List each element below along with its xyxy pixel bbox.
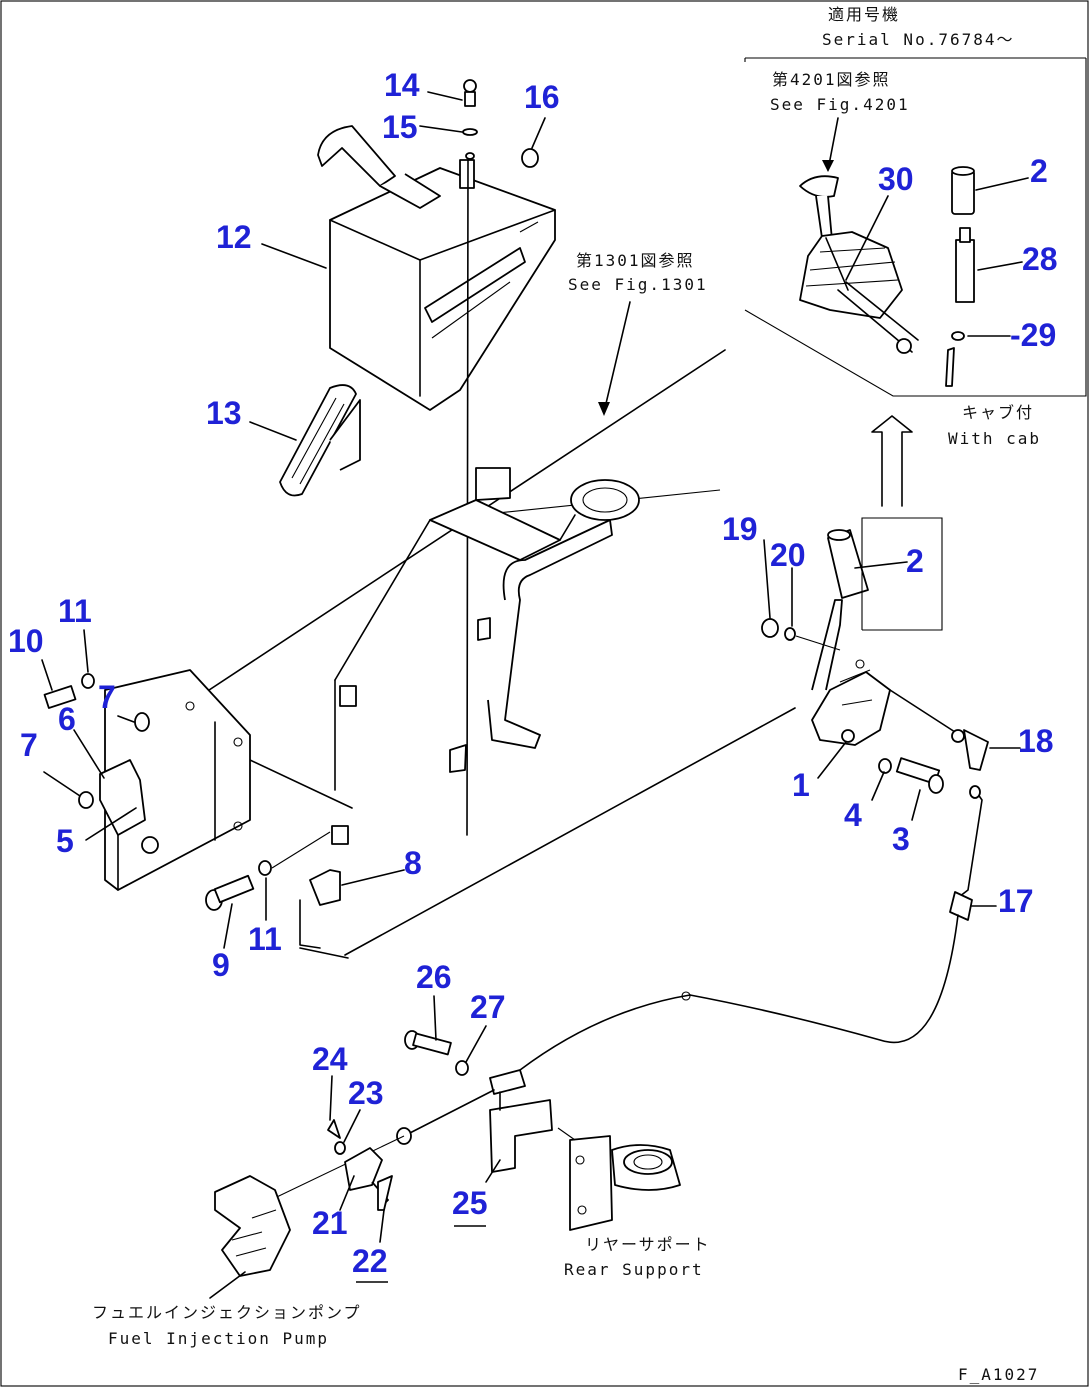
- bolt-9: [205, 874, 255, 911]
- callout-27: 27: [470, 989, 506, 1025]
- note-serial: Serial No.76784〜: [822, 30, 1015, 49]
- callout-5: 5: [56, 823, 74, 859]
- leader-inset-2: [975, 177, 1029, 191]
- nut-19: [761, 618, 779, 638]
- callout-3: 3: [892, 821, 910, 857]
- callout-7-lower: 7: [20, 727, 38, 763]
- cab-lever-assembly: [799, 175, 919, 354]
- washer-20: [784, 627, 796, 641]
- leader-28: [977, 261, 1023, 271]
- callout-inset-2: 2: [1030, 153, 1048, 189]
- fuel-tank: [317, 125, 556, 411]
- note-rear-support-jp: リヤーサポート: [585, 1235, 711, 1254]
- note-pump-en: Fuel Injection Pump: [108, 1329, 329, 1348]
- bolt-9-axis: [271, 831, 331, 869]
- pin-24: [327, 1119, 341, 1139]
- control-lever-assembly: [811, 599, 891, 746]
- inset-rod-part-28: [955, 227, 975, 303]
- ball-joint-18: [951, 729, 989, 771]
- callout-17: 17: [998, 883, 1034, 919]
- callout-2: 2: [906, 543, 924, 579]
- callout-28: 28: [1022, 241, 1058, 277]
- note-fig4201-jp: 第4201図参照: [772, 70, 891, 89]
- arrow-fig4201: [822, 160, 834, 172]
- callout-13: 13: [206, 395, 242, 431]
- leader-pump: [209, 1271, 246, 1299]
- callout-21: 21: [312, 1205, 348, 1241]
- callout-9: 9: [212, 947, 230, 983]
- knob-detail-box: [861, 517, 943, 631]
- washer-11-upper: [81, 673, 95, 689]
- clip-23: [334, 1141, 346, 1155]
- callout-11-lower: 11: [248, 921, 282, 957]
- callout-14: 14: [384, 67, 420, 103]
- knob-2: [827, 529, 869, 599]
- callout-24: 24: [312, 1041, 348, 1077]
- accelerator-pedal: [279, 384, 361, 497]
- link-bracket-8: [299, 825, 349, 949]
- bolt-3: [895, 757, 944, 794]
- washer-11-lower: [258, 860, 272, 876]
- note-cab-en: With cab: [948, 429, 1041, 448]
- arrow-fig1301: [598, 402, 610, 416]
- bolt-26: [404, 1030, 452, 1056]
- fuel-injection-pump: [214, 1175, 291, 1277]
- callout-7-upper: 7: [98, 679, 116, 715]
- bolt-14: [463, 79, 477, 107]
- link-rod: [889, 689, 956, 733]
- washer-15: [462, 128, 478, 136]
- callout-10: 10: [8, 623, 44, 659]
- figure-id: F_A1027: [958, 1365, 1039, 1384]
- nut-16: [521, 148, 539, 168]
- arrow-to-cab: [871, 415, 913, 507]
- callout-11-upper: 11: [58, 593, 92, 629]
- nut-7-upper: [134, 712, 150, 732]
- nut-7-lower: [78, 791, 94, 809]
- note-applicable-jp: 適用号機: [828, 5, 900, 24]
- callout-15: 15: [382, 109, 418, 145]
- callout-8: 8: [404, 845, 422, 881]
- callout-25: 25: [452, 1185, 488, 1221]
- inset-knob-part-2: [951, 166, 975, 215]
- control-cable: [257, 785, 983, 1207]
- rear-support: [557, 1127, 681, 1231]
- inset-part-29: [945, 331, 965, 387]
- leader-30: [845, 195, 889, 281]
- callout-18: 18: [1018, 723, 1054, 759]
- cab-inset-box: [744, 58, 1087, 397]
- callout-23: 23: [348, 1075, 384, 1111]
- callout-6: 6: [58, 701, 76, 737]
- axis-19-20: [795, 635, 841, 651]
- pedal-linkage-bracket: [334, 467, 640, 791]
- callout-12: 12: [216, 219, 252, 255]
- note-cab-jp: キャブ付: [962, 403, 1034, 422]
- callout-16: 16: [524, 79, 560, 115]
- bolt-10: [43, 685, 77, 709]
- callout-29: -29: [1010, 317, 1056, 353]
- washer-4: [878, 758, 892, 774]
- note-fig4201-en: See Fig.4201: [770, 95, 910, 114]
- callout-22: 22: [352, 1243, 388, 1279]
- screw-22: [377, 1175, 393, 1211]
- note-rear-support-en: Rear Support: [564, 1260, 704, 1279]
- note-pump-jp: フュエルインジェクションポンプ: [92, 1303, 362, 1322]
- note-fig1301-jp: 第1301図参照: [576, 251, 695, 270]
- washer-27: [455, 1060, 469, 1076]
- note-fig1301-en: See Fig.1301: [568, 275, 708, 294]
- callout-26: 26: [416, 959, 452, 995]
- leader-fig1301: [603, 301, 631, 413]
- leader-lines: [41, 91, 1021, 1243]
- vertical-rod: [466, 159, 469, 836]
- callout-20: 20: [770, 537, 806, 573]
- callout-1: 1: [792, 767, 810, 803]
- callout-19: 19: [722, 511, 758, 547]
- callout-4: 4: [844, 797, 862, 833]
- pin-hole: [465, 152, 475, 160]
- callout-inset-30: 30: [878, 161, 914, 197]
- lever-bracket-6: [99, 759, 159, 854]
